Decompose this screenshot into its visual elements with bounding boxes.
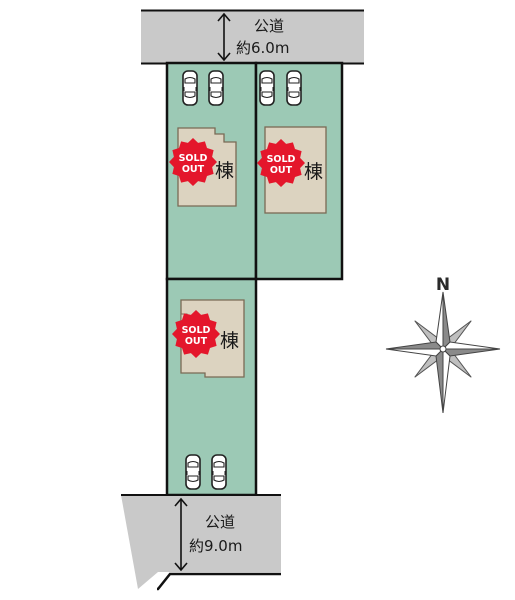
lot-1-building-label: 棟 xyxy=(215,160,234,182)
parking-car-icon xyxy=(182,70,198,106)
south-road-name: 公道 xyxy=(205,513,235,531)
north-road-name: 公道 xyxy=(254,17,284,35)
svg-text:SOLD: SOLD xyxy=(182,325,211,336)
parking-car-icon xyxy=(185,454,201,490)
compass-north-label: N xyxy=(436,275,450,295)
parking-car-icon xyxy=(286,70,302,106)
sold-out-badge: SOLD OUT xyxy=(169,138,217,186)
lot-3-building-label: 棟 xyxy=(220,330,239,352)
svg-text:OUT: OUT xyxy=(270,165,293,176)
parking-car-icon xyxy=(211,454,227,490)
svg-text:OUT: OUT xyxy=(182,164,205,175)
lot-2[interactable]: SOLD OUT 棟 xyxy=(254,61,344,281)
svg-text:OUT: OUT xyxy=(185,336,208,347)
south-road-width: 約9.0m xyxy=(189,537,242,555)
parking-car-icon xyxy=(259,70,275,106)
svg-text:SOLD: SOLD xyxy=(267,154,296,165)
north-road-width-arrow xyxy=(217,12,231,62)
svg-text:SOLD: SOLD xyxy=(179,153,208,164)
compass-rose-icon xyxy=(385,291,501,414)
sold-out-badge: SOLD OUT xyxy=(172,310,220,358)
lot-3[interactable]: SOLD OUT 棟 xyxy=(165,277,258,497)
south-road-width-arrow xyxy=(174,497,188,572)
lot-1[interactable]: SOLD OUT 棟 xyxy=(165,61,258,281)
parking-car-icon xyxy=(208,70,224,106)
north-road: 公道 約6.0m xyxy=(141,9,364,65)
sold-out-badge: SOLD OUT xyxy=(257,139,305,187)
south-road: 公道 約9.0m xyxy=(121,494,281,591)
lot-2-building-label: 棟 xyxy=(304,161,323,183)
north-road-width: 約6.0m xyxy=(236,39,289,57)
